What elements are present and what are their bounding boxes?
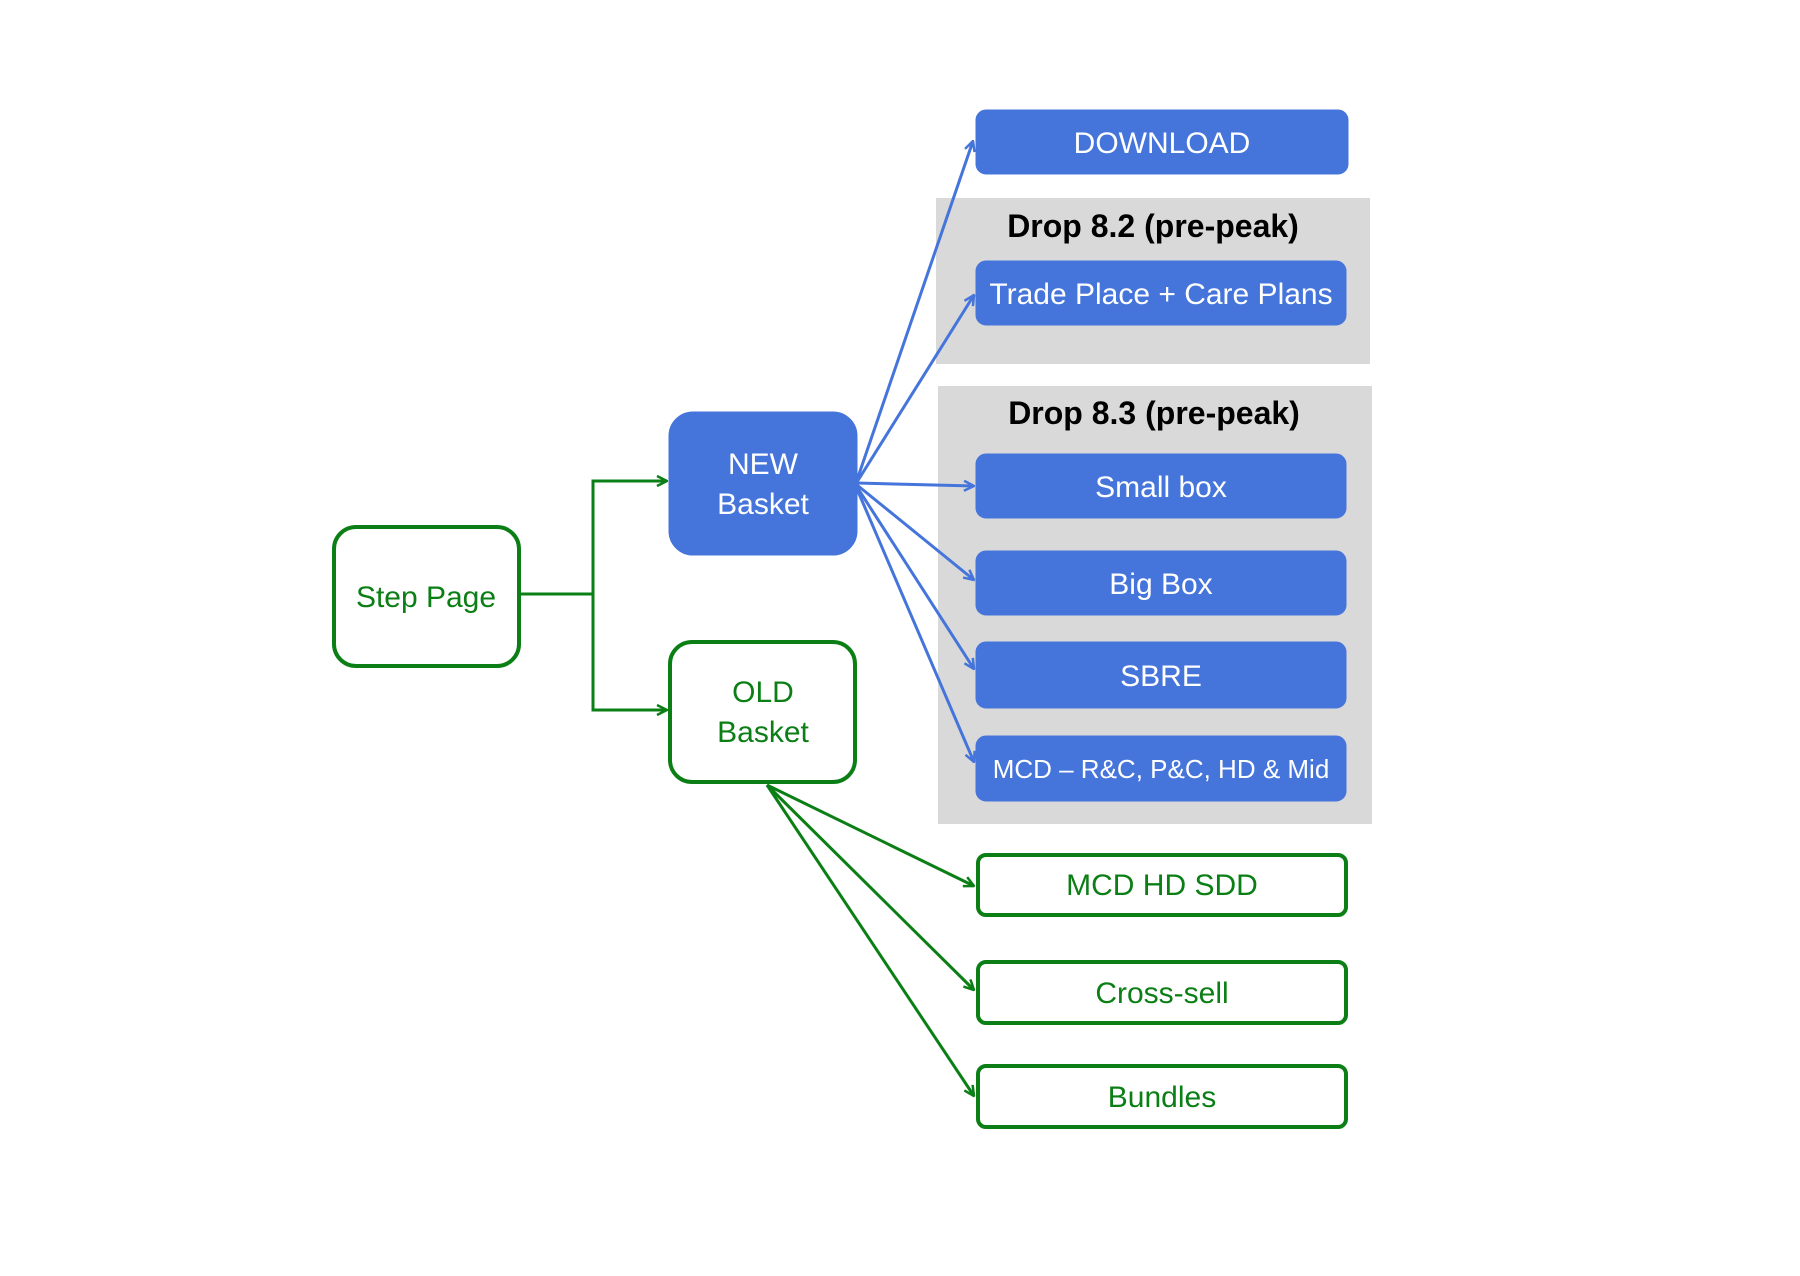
node-mcd-rc-label: MCD – R&C, P&C, HD & Mid (993, 754, 1330, 784)
node-small-box: Small box (975, 453, 1347, 519)
old-basket-edges (765, 783, 974, 1096)
edge-old-to-cross-sell (765, 783, 974, 990)
edge-new-to-trade-place (855, 295, 974, 483)
node-step-page-label: Step Page (356, 581, 496, 614)
edge-new-to-small-box (856, 483, 974, 486)
node-old-basket: OLD Basket (668, 640, 857, 784)
node-download: DOWNLOAD (975, 109, 1349, 175)
node-download-label: DOWNLOAD (1074, 127, 1251, 160)
edge-step-to-old-basket (591, 594, 667, 710)
node-big-box-label: Big Box (1109, 568, 1212, 601)
node-new-basket-box (668, 411, 858, 556)
node-big-box-box (975, 550, 1347, 616)
node-small-box-label: Small box (1095, 471, 1227, 504)
node-cross-sell-box (976, 960, 1348, 1025)
edge-new-to-mcd-rc (855, 488, 974, 762)
edge-new-to-big-box (856, 483, 974, 580)
node-small-box-box (975, 453, 1347, 519)
node-big-box: Big Box (975, 550, 1347, 616)
step-page-connectors (519, 481, 667, 710)
node-sbre: SBRE (975, 641, 1347, 709)
node-mcd-rc-box (975, 735, 1347, 802)
node-new-basket-label-line1: NEW (728, 448, 799, 481)
node-step-page-box (332, 525, 521, 668)
node-trade-place-box (975, 260, 1347, 326)
node-trade-place-label: Trade Place + Care Plans (989, 278, 1332, 311)
node-old-basket-label-line1: OLD (732, 676, 794, 709)
node-old-basket-label-line2: Basket (717, 716, 809, 749)
node-new-basket: NEW Basket (668, 411, 858, 556)
group-drop-82-title: Drop 8.2 (pre-peak) (1007, 208, 1299, 244)
node-mcd-hd-sdd-box (976, 853, 1348, 917)
group-drop-83-title: Drop 8.3 (pre-peak) (1008, 395, 1300, 431)
node-mcd-hd-sdd-label: MCD HD SDD (1066, 869, 1258, 902)
node-mcd-hd-sdd: MCD HD SDD (976, 853, 1348, 917)
node-new-basket-label-line2: Basket (717, 488, 809, 521)
node-cross-sell-label: Cross-sell (1095, 977, 1228, 1010)
node-sbre-label: SBRE (1120, 660, 1202, 693)
edge-step-to-new-basket (591, 481, 667, 594)
node-step-page: Step Page (332, 525, 521, 668)
edge-old-to-bundles (765, 784, 974, 1096)
node-mcd-rc: MCD – R&C, P&C, HD & Mid (975, 735, 1347, 802)
node-trade-place: Trade Place + Care Plans (975, 260, 1347, 326)
new-basket-edges (855, 141, 974, 762)
node-sbre-box (975, 641, 1347, 709)
edge-new-to-sbre (855, 486, 974, 669)
node-download-box (975, 109, 1349, 175)
node-bundles-label: Bundles (1108, 1081, 1216, 1114)
edge-new-to-download (855, 141, 973, 481)
node-cross-sell: Cross-sell (976, 960, 1348, 1025)
node-bundles-box (976, 1064, 1348, 1129)
node-old-basket-box (668, 640, 857, 784)
node-bundles: Bundles (976, 1064, 1348, 1129)
edge-old-to-mcd-hd-sdd (766, 783, 974, 886)
